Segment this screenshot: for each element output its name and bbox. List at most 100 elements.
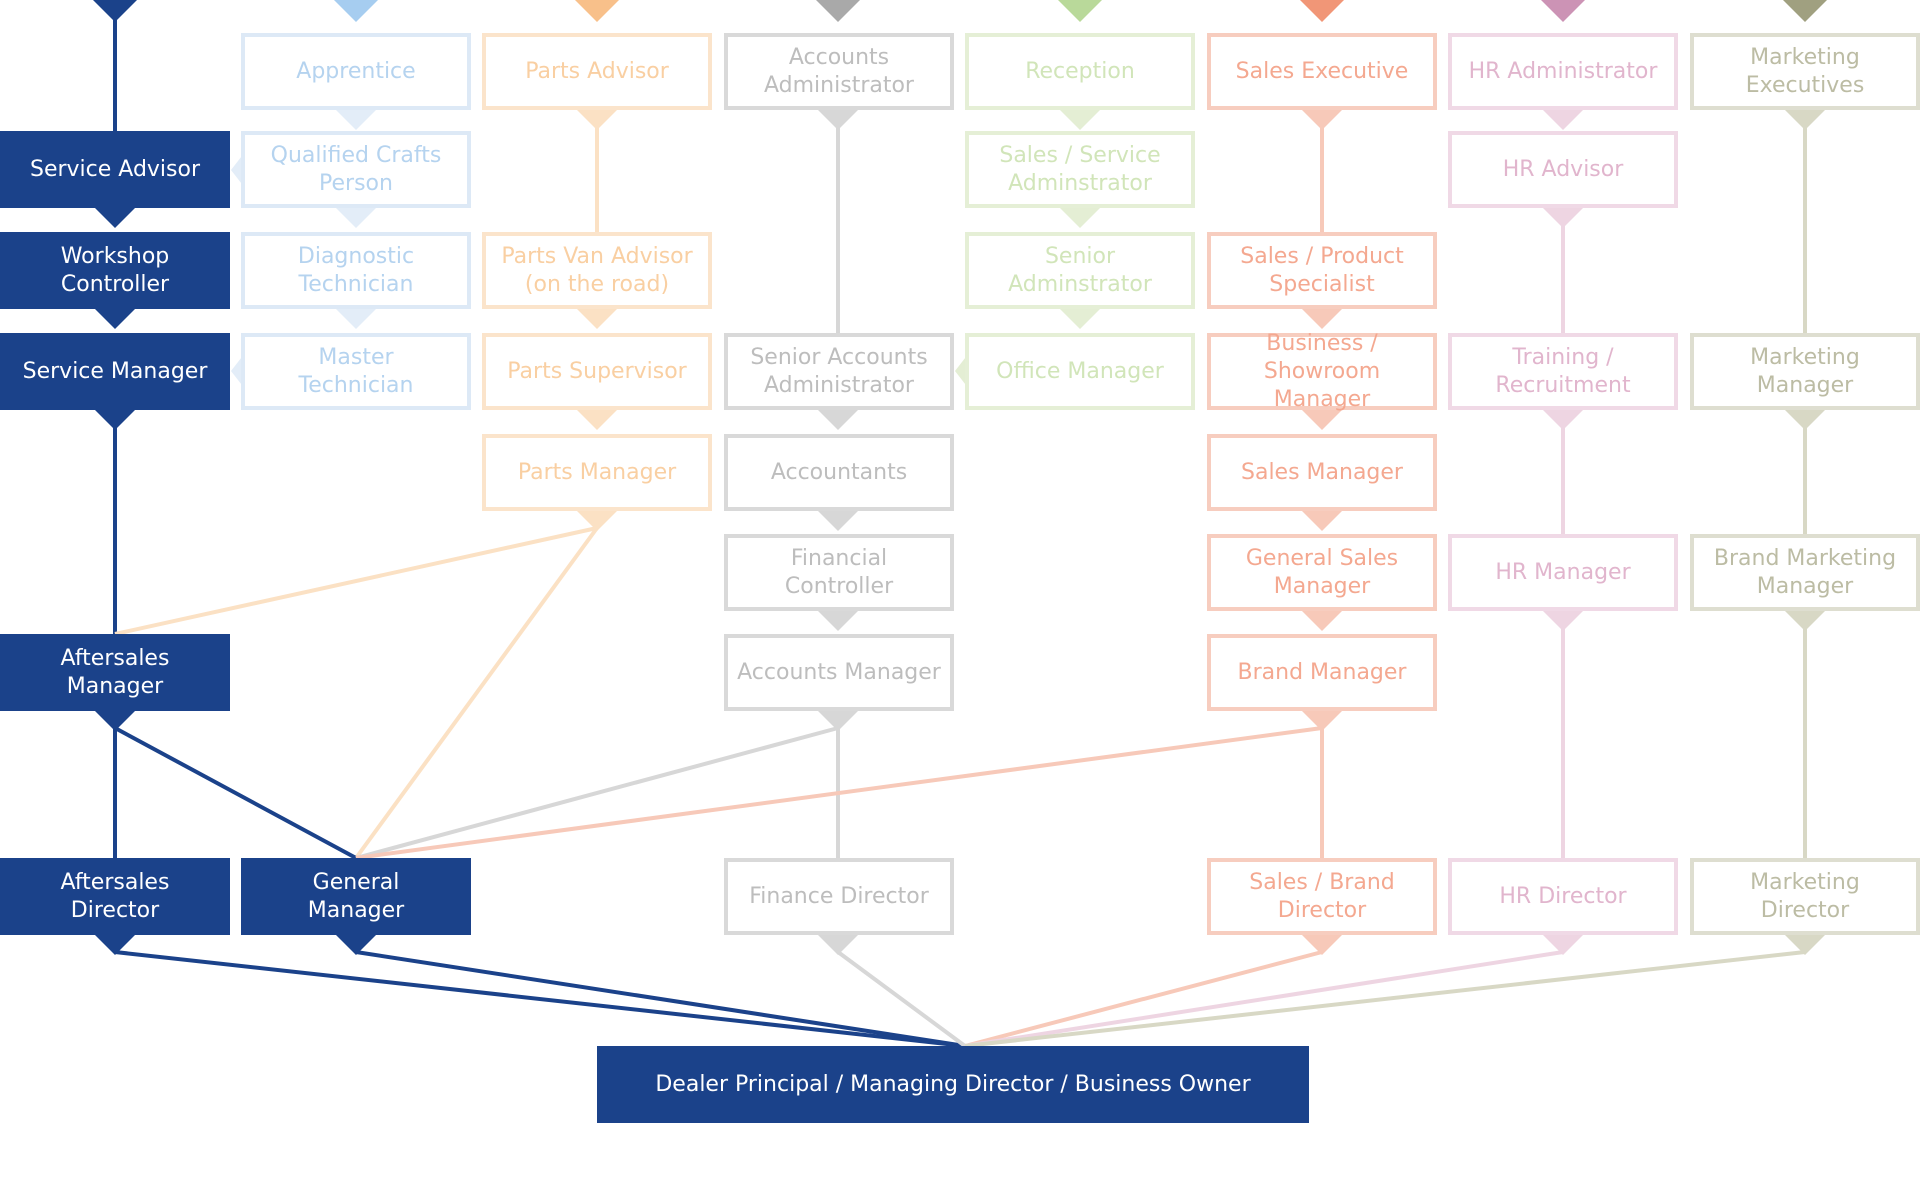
- node-hr-advisor: HR Advisor: [1448, 131, 1678, 208]
- connector-accounts-to-gm: [355, 726, 839, 860]
- label-hr-advisor: HR Advisor: [1502, 156, 1624, 182]
- arrow-sales-1: [1302, 309, 1342, 329]
- label-dealer-principal: Dealer Principal / Managing Director / B…: [655, 1071, 1251, 1097]
- node-parts-van-advisor: Parts Van Advisor (on the road): [482, 232, 712, 309]
- label-sales-executive: Sales Executive: [1235, 58, 1409, 84]
- arrow-service-1: [95, 309, 135, 329]
- label-marketing-manager: Marketing Manager: [1750, 344, 1860, 398]
- node-brand-manager: Brand Manager: [1207, 634, 1437, 711]
- label-accounts-administrator: Accounts Administrator: [764, 44, 914, 98]
- label-service-advisor: Service Advisor: [29, 156, 201, 182]
- arrow-top-hr: [1541, 0, 1585, 22]
- label-brand-manager: Brand Manager: [1237, 659, 1407, 685]
- arrow-marketing-2: [1785, 611, 1825, 631]
- label-workshop-controller: Workshop Controller: [60, 243, 170, 297]
- node-finance-director: Finance Director: [724, 858, 954, 935]
- arrow-hr-4: [1543, 935, 1583, 955]
- label-accounts-manager: Accounts Manager: [737, 659, 941, 685]
- label-parts-supervisor: Parts Supervisor: [507, 358, 687, 384]
- arrow-accounts-0: [818, 110, 858, 130]
- arrow-technical-2: [336, 309, 376, 329]
- label-marketing-executives: Marketing Executives: [1745, 44, 1865, 98]
- label-sales-service-administrator: Sales / Service Adminstrator: [999, 142, 1161, 196]
- node-sales-product-specialist: Sales / Product Specialist: [1207, 232, 1437, 309]
- label-hr-administrator: HR Administrator: [1468, 58, 1658, 84]
- arrow-top-accounts: [816, 0, 860, 22]
- arrow-accounts-1: [818, 410, 858, 430]
- label-training-recruitment: Training / Recruitment: [1495, 344, 1631, 398]
- label-parts-van-advisor: Parts Van Advisor (on the road): [501, 243, 693, 297]
- node-hr-manager: HR Manager: [1448, 534, 1678, 611]
- label-sales-brand-director: Sales / Brand Director: [1249, 869, 1395, 923]
- arrow-parts-1: [577, 309, 617, 329]
- arrow-top-sales: [1300, 0, 1344, 22]
- arrow-gm-bottom: [336, 935, 376, 955]
- arrow-top-parts: [575, 0, 619, 22]
- arrow-service-0: [95, 208, 135, 228]
- node-service-manager: Service Manager: [0, 333, 230, 410]
- node-marketing-manager: Marketing Manager: [1690, 333, 1920, 410]
- label-sales-product-specialist: Sales / Product Specialist: [1240, 243, 1404, 297]
- label-sales-manager: Sales Manager: [1241, 459, 1403, 485]
- node-sales-executive: Sales Executive: [1207, 33, 1437, 110]
- arrow-parts-2: [577, 410, 617, 430]
- node-hr-director: HR Director: [1448, 858, 1678, 935]
- node-sales-service-administrator: Sales / Service Adminstrator: [965, 131, 1195, 208]
- node-general-sales-manager: General Sales Manager: [1207, 534, 1437, 611]
- label-senior-accounts-administrator: Senior Accounts Administrator: [750, 344, 928, 398]
- arrow-reception-0: [1060, 110, 1100, 130]
- arrow-accounts-2: [818, 511, 858, 531]
- arrow-service-2: [95, 410, 135, 430]
- node-master-technician: Master Technician: [241, 333, 471, 410]
- arrow-top-reception: [1058, 0, 1102, 22]
- node-office-manager: Office Manager: [965, 333, 1195, 410]
- label-general-manager: General Manager: [307, 869, 405, 923]
- node-diagnostic-technician: Diagnostic Technician: [241, 232, 471, 309]
- label-brand-marketing-manager: Brand Marketing Manager: [1713, 545, 1897, 599]
- label-hr-director: HR Director: [1499, 883, 1627, 909]
- arrow-hr-0: [1543, 110, 1583, 130]
- node-parts-supervisor: Parts Supervisor: [482, 333, 712, 410]
- arrow-hr-1: [1543, 208, 1583, 228]
- arrow-marketing-1: [1785, 410, 1825, 430]
- connector-aftersales-director-to-root: [114, 950, 966, 1048]
- arrow-marketing-3: [1785, 935, 1825, 955]
- node-financial-controller: Financial Controller: [724, 534, 954, 611]
- arrow-accounts-5: [818, 935, 858, 955]
- node-aftersales-director: Aftersales Director: [0, 858, 230, 935]
- connector-gm-to-root: [355, 950, 966, 1048]
- node-senior-administrator: Senior Adminstrator: [965, 232, 1195, 309]
- connector-mkt-director-to-root: [964, 950, 1806, 1048]
- node-parts-advisor: Parts Advisor: [482, 33, 712, 110]
- node-senior-accounts-administrator: Senior Accounts Administrator: [724, 333, 954, 410]
- label-marketing-director: Marketing Director: [1750, 869, 1860, 923]
- node-apprentice: Apprentice: [241, 33, 471, 110]
- node-brand-marketing-manager: Brand Marketing Manager: [1690, 534, 1920, 611]
- arrow-accounts-4: [818, 711, 858, 731]
- arrow-hr-3: [1543, 611, 1583, 631]
- label-financial-controller: Financial Controller: [784, 545, 894, 599]
- node-workshop-controller: Workshop Controller: [0, 232, 230, 309]
- arrow-marketing-0: [1785, 110, 1825, 130]
- label-hr-manager: HR Manager: [1495, 559, 1631, 585]
- label-aftersales-director: Aftersales Director: [60, 869, 170, 923]
- node-hr-administrator: HR Administrator: [1448, 33, 1678, 110]
- label-accountants: Accountants: [770, 459, 908, 485]
- label-finance-director: Finance Director: [749, 883, 929, 909]
- arrow-reception-1: [1060, 208, 1100, 228]
- node-qualified-crafts-person: Qualified Crafts Person: [241, 131, 471, 208]
- node-general-manager: General Manager: [241, 858, 471, 935]
- connector-hr-director-to-root: [964, 950, 1564, 1048]
- arrow-parts-3: [577, 511, 617, 531]
- label-general-sales-manager: General Sales Manager: [1245, 545, 1399, 599]
- label-reception: Reception: [1025, 58, 1135, 84]
- arrow-sales-2: [1302, 410, 1342, 430]
- label-aftersales-manager: Aftersales Manager: [60, 645, 170, 699]
- label-senior-administrator: Senior Adminstrator: [1008, 243, 1152, 297]
- node-business-showroom-manager: Business / Showroom Manager: [1207, 331, 1437, 412]
- node-dealer-principal: Dealer Principal / Managing Director / B…: [597, 1046, 1309, 1123]
- label-apprentice: Apprentice: [296, 58, 416, 84]
- node-reception: Reception: [965, 33, 1195, 110]
- label-qualified-crafts-person: Qualified Crafts Person: [270, 142, 442, 196]
- node-accounts-administrator: Accounts Administrator: [724, 33, 954, 110]
